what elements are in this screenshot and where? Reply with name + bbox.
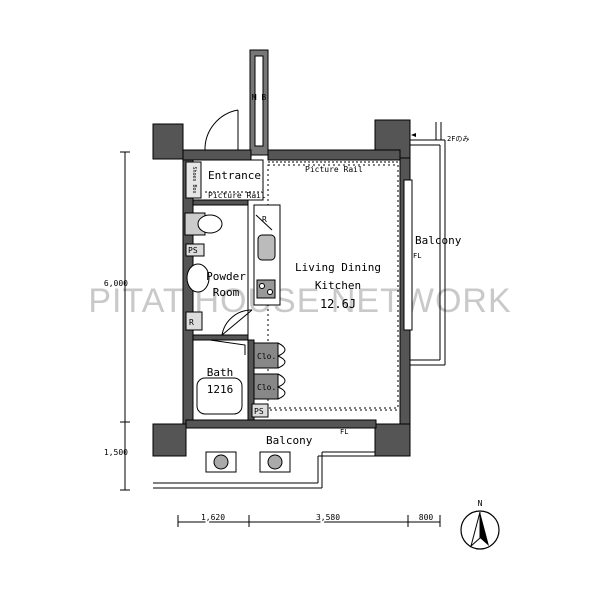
mb-inner [254, 55, 264, 147]
pillar-bottom-left [152, 423, 187, 457]
kitchen-cabinet-mark [255, 214, 273, 231]
floor-note: 2Fのみ [447, 135, 469, 143]
compass-icon [460, 510, 500, 550]
ldk-area [267, 164, 399, 409]
ldk-label-line2: Kitchen [315, 279, 361, 292]
r-mark-powder: R [189, 318, 194, 327]
powder-label-line1: Powder [206, 270, 246, 283]
east-window [403, 179, 413, 331]
closet-2 [253, 373, 279, 400]
wall-west [182, 158, 194, 425]
wall-south [185, 419, 377, 429]
laundry-box [185, 311, 203, 331]
pillar-bottom-right [374, 423, 411, 457]
picture-rail-entrance-label: Picture Rail [208, 191, 266, 200]
bath-room [192, 339, 249, 421]
bath-label: Bath [207, 366, 234, 379]
vertical-dimension-lines [120, 151, 130, 491]
east-balcony-label: Balcony [415, 234, 462, 247]
dim-horizontal-left: 1,620 [201, 513, 225, 522]
closet-1 [253, 342, 279, 369]
note-arrow [411, 133, 416, 137]
bath-size: 1216 [207, 383, 234, 396]
stove [256, 279, 276, 299]
toilet-bowl [197, 214, 223, 234]
closet-label-1: Clo. [257, 352, 276, 361]
entrance-label: Entrance [208, 169, 261, 182]
mb-label: M B [252, 93, 267, 102]
kitchen-sink [257, 234, 276, 261]
shoe-box-label: Shoes Box [191, 166, 197, 193]
entrance-door [204, 109, 239, 151]
ac-units [205, 451, 291, 473]
east-balcony [410, 122, 446, 366]
powder-door [221, 309, 253, 336]
fl-mark-south: FL [340, 428, 348, 436]
fl-mark-east: FL [413, 252, 421, 260]
wall-north [267, 149, 401, 161]
ldk-label-line1: Living Dining [295, 261, 381, 274]
horizontal-dimension-lines [177, 515, 441, 527]
powder-room [184, 204, 249, 336]
south-balcony-label: Balcony [266, 434, 313, 447]
ps-label-1: PS [188, 246, 198, 255]
ps-box-2 [251, 403, 269, 418]
dim-horizontal-mid: 3,580 [316, 513, 340, 522]
watermark: PITAT HOUSE NETWORK [88, 282, 511, 320]
ps-label-2: PS [254, 407, 264, 416]
picture-rail-top-label: Picture Rail [305, 165, 363, 174]
closet-label-2: Clo. [257, 383, 276, 392]
ps-box-1 [185, 243, 205, 257]
washbasin [186, 263, 210, 293]
south-balcony [153, 428, 375, 489]
r-mark-kitchen: R [262, 215, 267, 224]
dim-vertical-main: 6,000 [104, 279, 128, 288]
ldk-area-value: 12.6J [320, 297, 356, 311]
powder-label-line2: Room [213, 286, 240, 299]
bathtub [196, 377, 243, 415]
wall-bath-north [192, 334, 249, 341]
dim-vertical-balcony: 1,500 [104, 448, 128, 457]
pillar-top-left [152, 123, 184, 160]
wall-north-entrance [182, 149, 252, 161]
shoe-box [185, 161, 202, 199]
wall-powder-north [192, 199, 249, 206]
kitchen-counter [253, 204, 281, 306]
compass-north-label: N [478, 499, 483, 508]
closets [253, 342, 286, 400]
dim-horizontal-right: 800 [419, 513, 434, 522]
